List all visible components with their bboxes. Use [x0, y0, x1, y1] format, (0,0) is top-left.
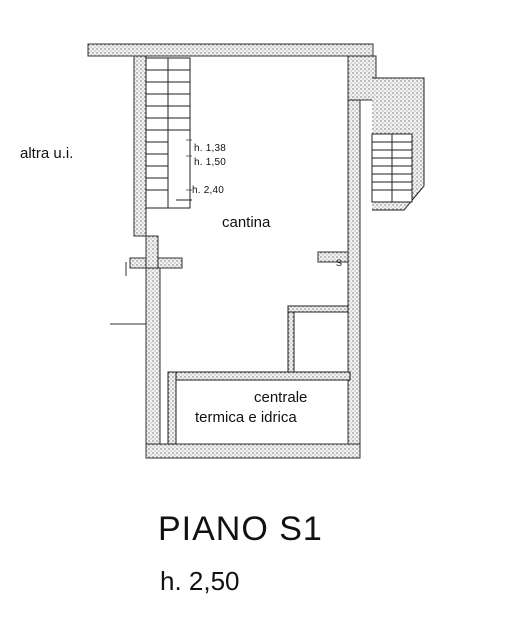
wall-right: [347, 55, 361, 457]
wall-stubs: [145, 235, 349, 269]
neighbor-boundary: [110, 262, 146, 325]
wall-right-notch: [347, 55, 377, 101]
technical-room-label-line1: centrale: [254, 389, 308, 406]
floor-title: PIANO S1: [158, 510, 323, 548]
wall-left-lower: [145, 267, 161, 459]
stair-mark-label: S: [336, 258, 343, 268]
floor-height: h. 2,50: [160, 566, 240, 596]
technical-room-label-line2: termica e idrica: [195, 409, 297, 426]
stair-height-3: h. 2,40: [192, 185, 224, 196]
stair-height-2: h. 1,50: [194, 157, 226, 168]
wall-top: [87, 43, 374, 57]
stair-height-1: h. 1,38: [194, 143, 226, 154]
wall-left-upper: [133, 55, 147, 237]
exterior-stair: [371, 77, 425, 211]
interior-stair: [145, 57, 192, 209]
outer-walls: [87, 43, 377, 459]
wall-bottom: [145, 443, 361, 459]
cantina-label: cantina: [222, 214, 271, 231]
neighbor-unit-label: altra u.i.: [20, 145, 74, 162]
technical-room-partition: [167, 305, 351, 445]
slope-marks: [186, 139, 192, 191]
